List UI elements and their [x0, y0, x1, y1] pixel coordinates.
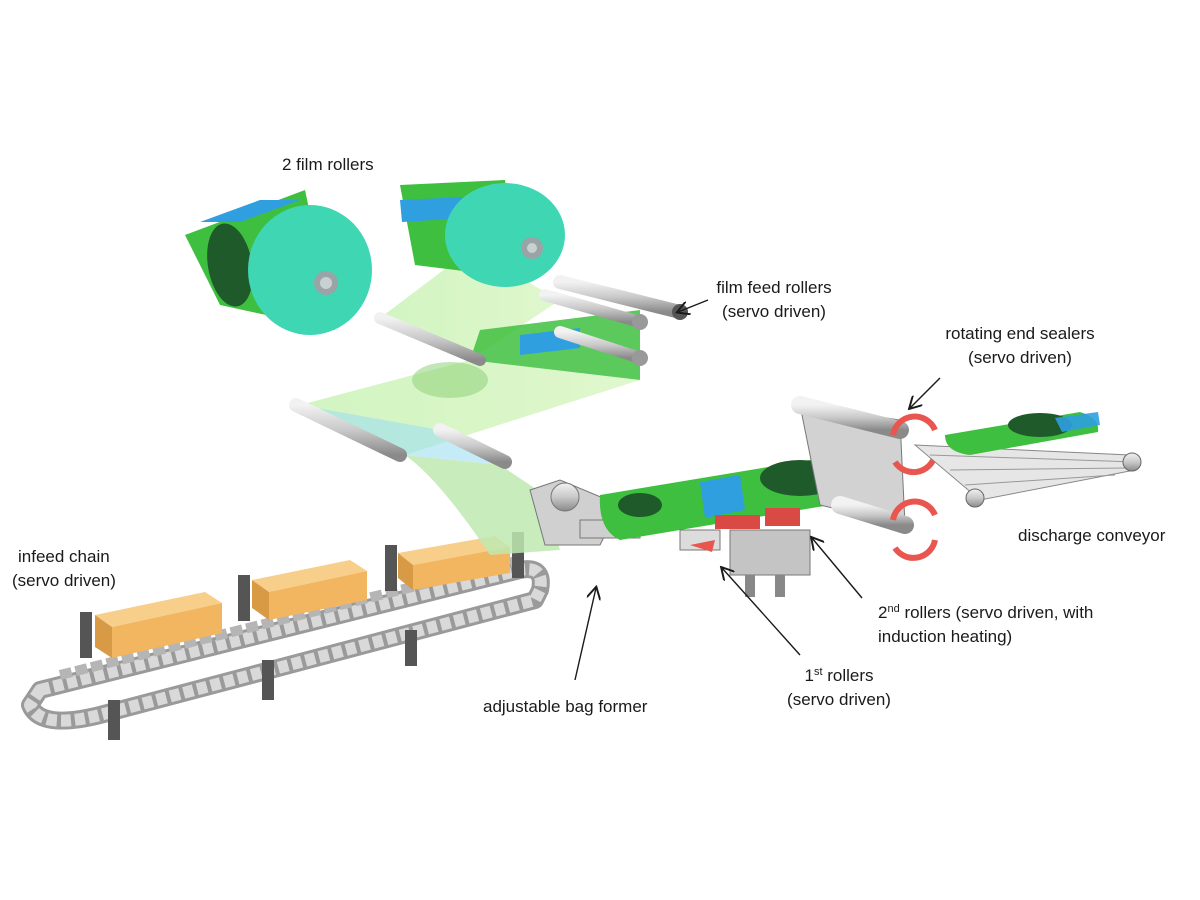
label-film-feed-rollers-line2: (servo driven)	[722, 302, 826, 321]
film-roll-right	[400, 180, 565, 287]
label-discharge-conveyor: discharge conveyor	[1018, 526, 1166, 545]
label-rotating-end-sealers: rotating end sealers (servo driven)	[928, 322, 1112, 370]
label-rotating-end-sealers-line1: rotating end sealers	[945, 324, 1095, 343]
discharge-conveyor	[913, 412, 1142, 508]
film-roll-left	[185, 190, 372, 335]
label-film-feed-rollers-line1: film feed rollers	[716, 278, 832, 297]
label-infeed-chain-line2: (servo driven)	[12, 571, 116, 590]
film-feed-rollers	[289, 275, 688, 469]
label-second-rollers-line1: 2nd rollers (servo driven, with	[878, 603, 1094, 622]
label-second-rollers-line2: induction heating)	[878, 627, 1013, 646]
label-rotating-end-sealers-line2: (servo driven)	[968, 348, 1072, 367]
product-box	[252, 560, 367, 620]
product-box	[95, 592, 222, 658]
finished-package	[945, 412, 1100, 455]
label-film-rollers: 2 film rollers	[282, 155, 374, 174]
rotation-arrows-icon	[890, 413, 938, 561]
label-film-feed-rollers: film feed rollers (servo driven)	[700, 276, 848, 324]
product-box	[398, 536, 510, 590]
label-second-rollers: 2nd rollers (servo driven, with inductio…	[878, 601, 1093, 649]
first-rollers	[679, 529, 721, 552]
products	[95, 536, 510, 658]
second-rollers	[715, 508, 811, 597]
label-arrows	[574, 299, 941, 681]
rotating-end-sealers	[791, 396, 938, 561]
label-first-rollers-line1: 1st rollers	[804, 666, 874, 685]
label-infeed-chain: infeed chain (servo driven)	[12, 545, 116, 593]
label-adjustable-bag-former: adjustable bag former	[483, 697, 648, 716]
label-first-rollers-line2: (servo driven)	[787, 690, 891, 709]
label-infeed-chain-line1: infeed chain	[18, 547, 110, 566]
label-first-rollers: 1st rollers (servo driven)	[770, 664, 908, 712]
